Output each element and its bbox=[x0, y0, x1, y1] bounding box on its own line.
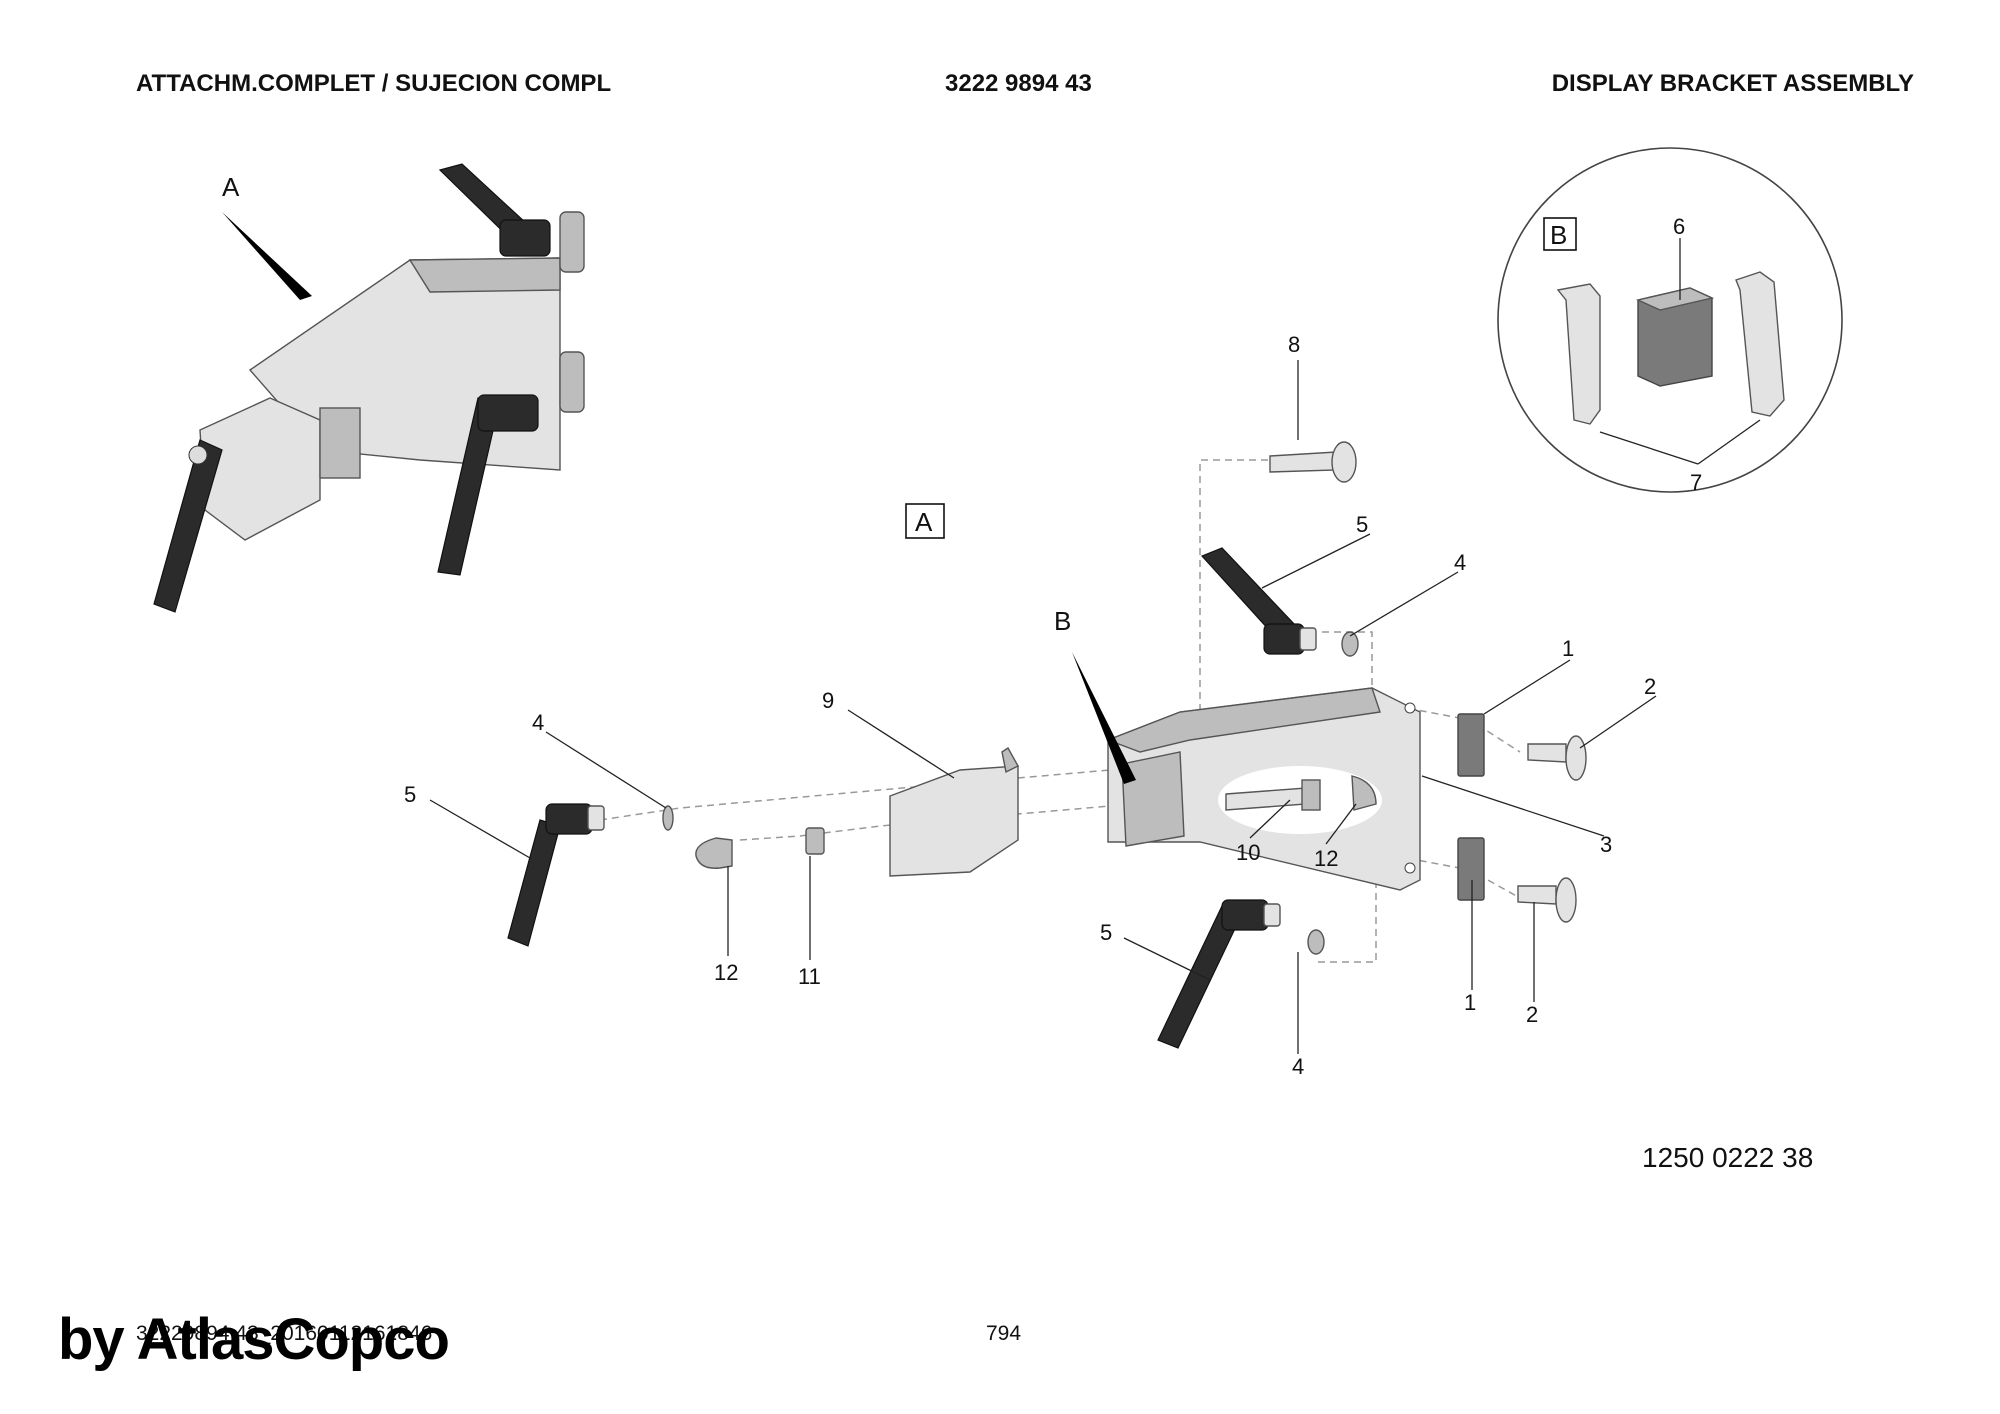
callout-5-bottom: 5 bbox=[1100, 920, 1112, 945]
callout-4-bottom: 4 bbox=[1292, 1054, 1304, 1079]
cap-12-right bbox=[1351, 775, 1377, 811]
view-a-label: A bbox=[222, 172, 240, 202]
document-number: 1250 0222 38 bbox=[1642, 1142, 1814, 1173]
detail-b-label: B bbox=[1550, 220, 1567, 250]
callout-2-bottom: 2 bbox=[1526, 1002, 1538, 1027]
footer-code: 32229894 43_20160112161846 bbox=[136, 1322, 433, 1345]
square-nut-1-top bbox=[1457, 713, 1485, 777]
callout-9: 9 bbox=[822, 688, 834, 713]
callout-1-bottom: 1 bbox=[1464, 990, 1476, 1015]
bolt-8 bbox=[1269, 451, 1337, 473]
washer-4-top bbox=[1341, 631, 1359, 657]
page-number: 794 bbox=[986, 1322, 1022, 1345]
callout-6: 6 bbox=[1673, 214, 1685, 239]
callout-1-top: 1 bbox=[1562, 636, 1574, 661]
washer-4-left bbox=[662, 805, 674, 831]
bolt-2-bottom bbox=[1517, 885, 1557, 905]
view-a-pointer bbox=[222, 212, 312, 300]
handle-5-left bbox=[507, 819, 561, 947]
bolt-2-top bbox=[1527, 743, 1567, 763]
header-part-number: 3222 9894 43 bbox=[945, 70, 1092, 97]
detail-b-right-clamp bbox=[1735, 271, 1785, 417]
nut-11 bbox=[805, 827, 825, 855]
watermark: by AtlasCopco bbox=[58, 1307, 450, 1372]
callout-12-left: 12 bbox=[714, 960, 738, 985]
callout-2-top: 2 bbox=[1644, 674, 1656, 699]
view-a-box-label: A bbox=[915, 507, 933, 537]
callout-5-top: 5 bbox=[1356, 512, 1368, 537]
assembled-handle-left bbox=[153, 439, 223, 613]
callout-8: 8 bbox=[1288, 332, 1300, 357]
callout-3: 3 bbox=[1600, 832, 1612, 857]
clamp-plate bbox=[889, 765, 1019, 877]
view-a-box bbox=[905, 503, 945, 539]
exploded-view: A B bbox=[404, 332, 1657, 1079]
detail-b-view: B 6 7 bbox=[1497, 147, 1843, 495]
callout-11: 11 bbox=[798, 964, 821, 989]
callout-10: 10 bbox=[1236, 840, 1260, 865]
detail-b-box bbox=[1543, 217, 1577, 251]
callout-12-right: 12 bbox=[1314, 846, 1338, 871]
callout-5-left: 5 bbox=[404, 782, 416, 807]
view-b-marker: B bbox=[1054, 606, 1071, 636]
callout-4-left: 4 bbox=[532, 710, 544, 735]
detail-b-left-clamp bbox=[1556, 283, 1601, 425]
header-title-right: DISPLAY BRACKET ASSEMBLY bbox=[1551, 70, 1914, 97]
header-title-left: ATTACHM.COMPLET / SUJECION COMPL bbox=[136, 70, 612, 97]
callout-7: 7 bbox=[1690, 470, 1702, 495]
assembled-view: A bbox=[153, 163, 585, 613]
cap-12-left bbox=[695, 837, 733, 869]
washer-4-bottom bbox=[1307, 929, 1325, 955]
view-b-pointer bbox=[1072, 652, 1136, 784]
clamp-block bbox=[1121, 751, 1185, 847]
callout-4-top: 4 bbox=[1454, 550, 1466, 575]
square-nut-1-bottom bbox=[1457, 837, 1485, 901]
assembled-clamp-plate bbox=[199, 397, 321, 541]
